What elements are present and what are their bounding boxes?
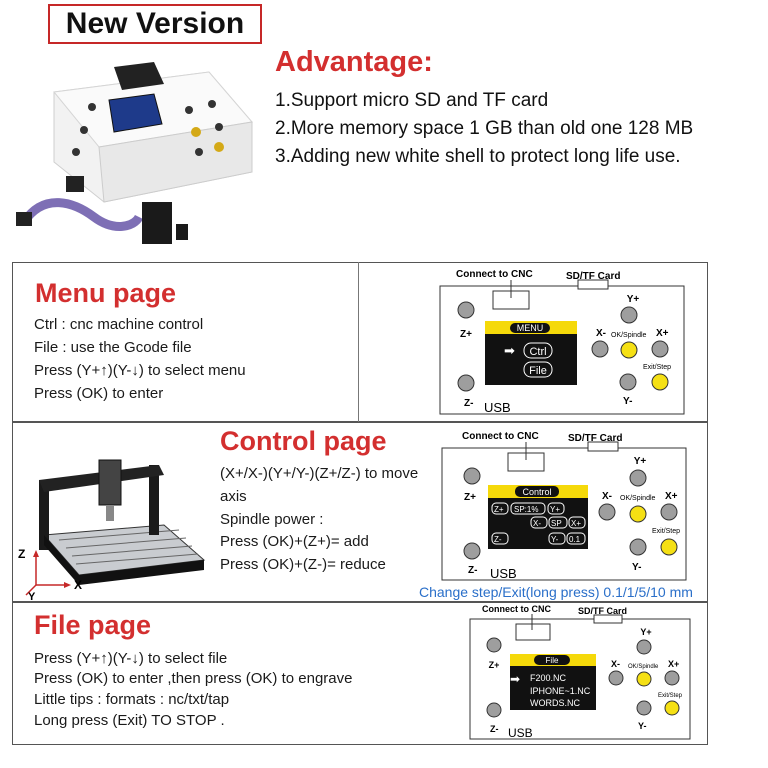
button-x-minus <box>591 340 609 358</box>
menu-page-line: Press (Y+↑)(Y-↓) to select menu <box>34 362 246 379</box>
svg-text:X+: X+ <box>668 659 679 669</box>
svg-text:Z+: Z+ <box>460 329 472 340</box>
svg-text:Control: Control <box>522 487 551 497</box>
svg-text:X+: X+ <box>656 328 669 339</box>
svg-text:Y+: Y+ <box>640 627 651 637</box>
select-arrow-icon: ➡ <box>504 343 515 358</box>
svg-text:Y+: Y+ <box>550 505 560 514</box>
button-z-minus <box>457 374 475 392</box>
svg-text:X-: X- <box>596 328 606 339</box>
menu-page-line: Ctrl : cnc machine control <box>34 316 204 333</box>
svg-text:Y-: Y- <box>638 721 647 731</box>
file-page-title: File page <box>34 610 152 640</box>
svg-text:Z-: Z- <box>490 724 499 734</box>
screen-title: MENU <box>517 323 544 333</box>
svg-text:Exit/Step: Exit/Step <box>658 693 683 699</box>
svg-text:Z+: Z+ <box>489 660 500 670</box>
panel-divider <box>358 262 359 422</box>
svg-text:Z-: Z- <box>464 398 473 409</box>
change-step-caption: Change step/Exit(long press) 0.1/1/5/10 … <box>419 584 693 600</box>
svg-text:SP:1%: SP:1% <box>514 505 538 514</box>
svg-text:Y-: Y- <box>551 535 559 544</box>
svg-text:Z-: Z- <box>494 535 502 544</box>
usb-label: USB <box>484 400 511 415</box>
svg-text:Y-: Y- <box>632 562 641 573</box>
menu-controller-diagram: Connect to CNC SD/TF Card MENU ➡ Ctrl Fi… <box>439 269 685 415</box>
control-page-panel <box>12 422 708 602</box>
file-page-line: Press (Y+↑)(Y-↓) to select file <box>34 650 228 667</box>
svg-text:Exit/Step: Exit/Step <box>652 528 680 535</box>
svg-text:OK/Spindle: OK/Spindle <box>620 495 656 502</box>
file-page-panel <box>12 602 708 745</box>
svg-text:SD/TF Card: SD/TF Card <box>568 433 622 444</box>
file-page-line: Little tips : formats : nc/txt/tap <box>34 691 230 708</box>
svg-text:X+: X+ <box>571 519 581 528</box>
svg-text:X-: X- <box>533 519 541 528</box>
svg-text:0.1: 0.1 <box>569 535 581 544</box>
menu-item-file: File <box>529 365 547 377</box>
button-y-plus <box>620 306 638 324</box>
button-z-plus <box>457 301 475 319</box>
control-page-line: axis <box>220 488 247 505</box>
menu-page-title: Menu page <box>35 278 177 308</box>
advantage-item: 2.More memory space 1 GB than old one 12… <box>275 118 694 139</box>
control-controller-diagram: Connect to CNC SD/TF Card Control Z+ SP:… <box>441 431 687 581</box>
axis-z-label: Z <box>18 547 25 561</box>
svg-text:Z+: Z+ <box>464 492 476 503</box>
button-y-minus <box>619 373 637 391</box>
file-page-line: Press (OK) to enter ,then press (OK) to … <box>34 670 353 687</box>
svg-text:SD/TF Card: SD/TF Card <box>578 606 627 616</box>
svg-text:Y-: Y- <box>623 396 632 407</box>
sd-slot <box>577 279 609 290</box>
button-ok-spindle <box>620 341 638 359</box>
control-page-line: Press (OK)+(Z-)= reduce <box>220 556 386 573</box>
sd-card-label: SD/TF Card <box>566 271 620 282</box>
product-photo <box>16 62 253 244</box>
version-badge: New Version <box>48 4 262 44</box>
control-page-line: (X+/X-)(Y+/Y-)(Z+/Z-) to move <box>220 465 419 482</box>
svg-text:Connect to CNC: Connect to CNC <box>462 431 539 442</box>
svg-text:OK/Spindle: OK/Spindle <box>628 664 659 670</box>
menu-item-ctrl: Ctrl <box>529 346 546 358</box>
svg-text:Z+: Z+ <box>494 505 504 514</box>
file-item: IPHONE~1.NC <box>530 686 591 696</box>
svg-text:X+: X+ <box>665 491 678 502</box>
advantage-item: 1.Support micro SD and TF card <box>275 90 549 111</box>
file-item: WORDS.NC <box>530 698 580 708</box>
svg-text:X-: X- <box>611 659 620 669</box>
axis-y-label: Y <box>28 591 36 600</box>
button-x-plus <box>651 340 669 358</box>
control-page-line: Press (OK)+(Z+)= add <box>220 533 369 550</box>
file-page-line: Long press (Exit) TO STOP . <box>34 712 225 729</box>
advantage-item: 3.Adding new white shell to protect long… <box>275 146 681 167</box>
svg-text:Y+: Y+ <box>627 294 640 305</box>
connect-cnc-label: Connect to CNC <box>456 269 533 280</box>
svg-text:Exit/Step: Exit/Step <box>643 364 671 371</box>
file-item: F200.NC <box>530 673 567 683</box>
svg-text:OK/Spindle: OK/Spindle <box>611 332 647 339</box>
svg-text:USB: USB <box>490 566 517 581</box>
svg-text:File: File <box>546 656 559 665</box>
file-controller-diagram: Connect to CNC SD/TF Card File ➡ F200.NC… <box>469 604 691 740</box>
svg-text:Y+: Y+ <box>634 456 647 467</box>
advantage-title: Advantage: <box>275 46 433 78</box>
svg-text:SP: SP <box>551 519 562 528</box>
axis-x-label: X <box>74 578 82 592</box>
menu-page-line: Press (OK) to enter <box>34 385 164 402</box>
control-page-line: Spindle power : <box>220 511 324 528</box>
svg-text:Connect to CNC: Connect to CNC <box>482 604 551 614</box>
menu-page-line: File : use the Gcode file <box>34 339 192 356</box>
svg-text:X-: X- <box>602 491 612 502</box>
cnc-machine-photo: Z X Y <box>18 459 206 600</box>
control-page-title: Control page <box>220 426 387 456</box>
svg-text:➡: ➡ <box>510 672 520 686</box>
button-exit-step <box>651 373 669 391</box>
menu-page-panel <box>12 262 708 422</box>
svg-text:Z-: Z- <box>468 565 477 576</box>
svg-text:USB: USB <box>508 726 533 740</box>
